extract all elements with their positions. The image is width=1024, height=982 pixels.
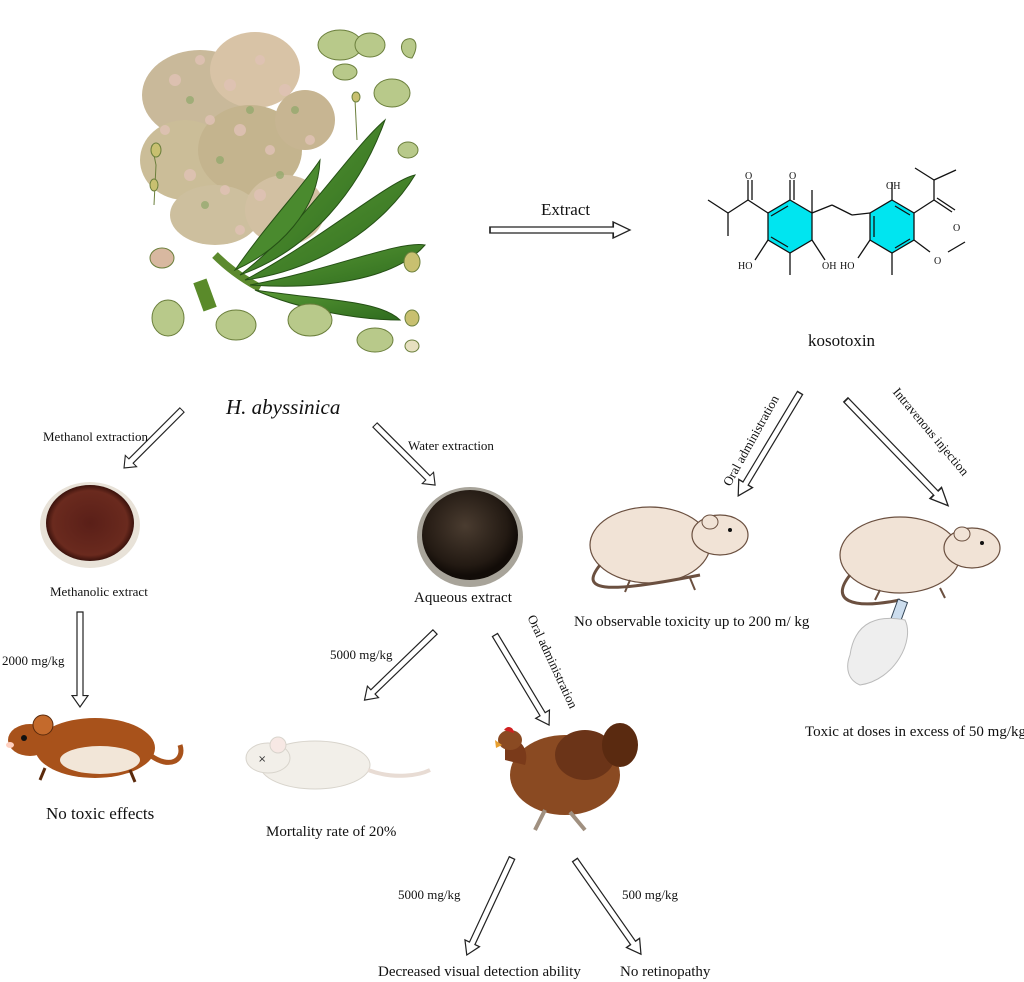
outcome-chicken-high: Decreased visual detection ability [378, 964, 581, 980]
atom-o2: O [745, 171, 753, 182]
outcome-chicken-low: No retinopathy [620, 964, 711, 980]
atom-ho1: HO [738, 261, 753, 272]
leaves [233, 118, 426, 321]
atom-o1: O [789, 171, 797, 182]
chicken [495, 723, 638, 832]
outcome-aqueous-mouse: Mortality rate of 20% [266, 824, 397, 840]
arrow-label-5000-chicken: 5000 mg/kg [398, 887, 461, 902]
botanical-details [149, 29, 421, 353]
arrow-chicken-high [458, 853, 520, 959]
arrow-aqueous-mouse [358, 625, 442, 707]
aqueous-extract-bowl [417, 487, 523, 587]
plant-illustration [140, 29, 426, 353]
atom-o-methoxy: O [934, 256, 942, 267]
atom-oh1: OH [886, 181, 901, 192]
arrow-label-water: Water extraction [408, 438, 494, 453]
arrow-label-500: 500 mg/kg [622, 887, 678, 902]
arrow-water [368, 418, 442, 492]
arrow-methanolic-dose [71, 611, 89, 708]
arrow-intravenous [839, 393, 955, 513]
arrow-label-2000: 2000 mg/kg [2, 653, 65, 668]
brown-mouse [6, 714, 184, 783]
arrow-label-5000-mouse: 5000 mg/kg [330, 647, 393, 662]
rat-oral [589, 506, 749, 593]
compound-name: kosotoxin [808, 331, 876, 350]
outcome-methanolic: No toxic effects [46, 804, 155, 823]
product-methanolic: Methanolic extract [50, 584, 148, 599]
plant-name: H. abyssinica [226, 395, 341, 419]
arrow-chicken-low [567, 854, 649, 960]
svg-text:×: × [258, 754, 266, 765]
arrow-label-methanol: Methanol extraction [43, 429, 149, 444]
atom-oh2: OH [822, 261, 837, 272]
flower-cluster [140, 32, 335, 245]
white-mouse: × [245, 736, 431, 790]
atom-o-ketone-right: O [953, 223, 961, 234]
arrow-label-extract: Extract [541, 200, 591, 219]
product-aqueous: Aqueous extract [414, 590, 512, 606]
outcome-oral-kosotoxin: No observable toxicity up to 200 m/ kg [574, 614, 810, 630]
rat-injection [839, 516, 1001, 686]
arrow-extract [489, 221, 631, 239]
atom-ho2: HO [840, 261, 855, 272]
kosotoxin-structure [707, 167, 966, 275]
outcome-intravenous: Toxic at doses in excess of 50 mg/kg [805, 724, 1024, 740]
methanolic-extract-bowl [40, 482, 140, 568]
